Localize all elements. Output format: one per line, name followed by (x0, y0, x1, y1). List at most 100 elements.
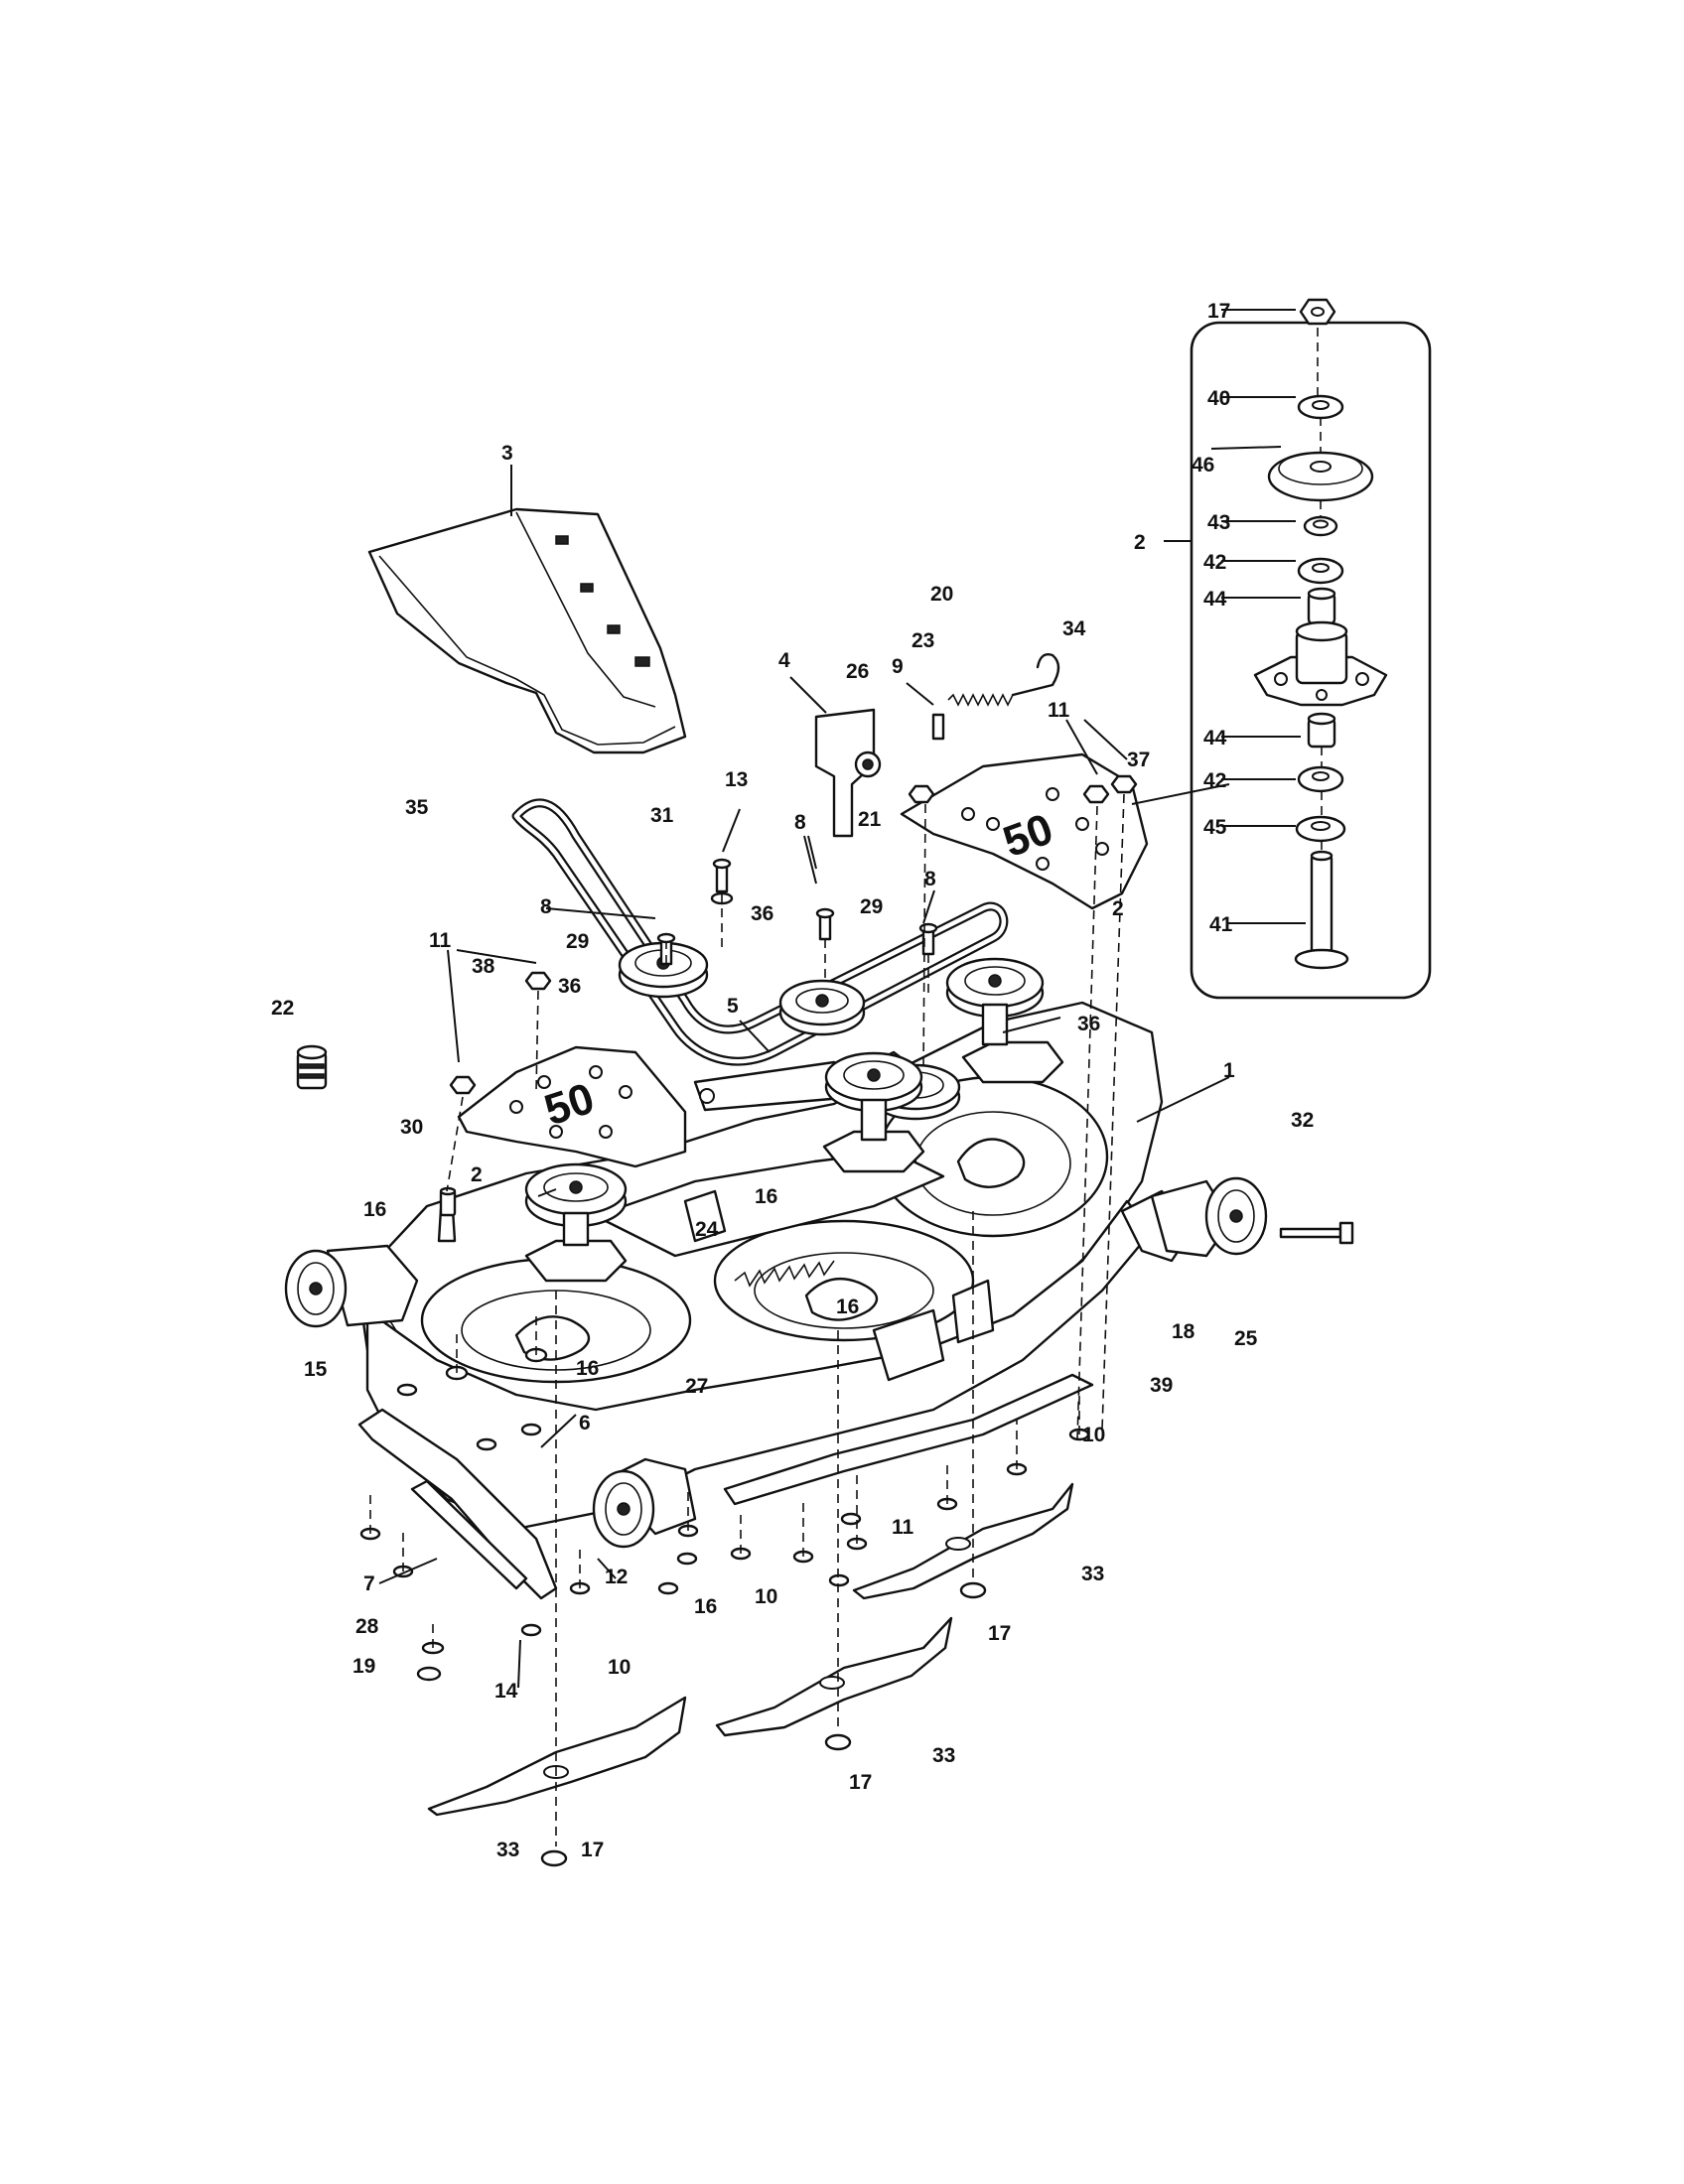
inset-part-44-sleeve (1307, 587, 1336, 625)
callout-18: 18 (1172, 1320, 1195, 1343)
callout-43: 43 (1207, 511, 1230, 534)
inset-part-45-bearing (1295, 815, 1346, 843)
callout-6: 6 (579, 1412, 591, 1434)
callout-40: 40 (1207, 387, 1230, 410)
callout-2-left: 2 (471, 1163, 483, 1186)
callout-11-left: 11 (429, 929, 452, 952)
callout-38: 38 (472, 955, 495, 978)
callout-33-center: 33 (932, 1744, 955, 1767)
callout-labels: 3 1 2 2 4 5 6 7 8 8 8 9 10 10 10 11 11 1… (271, 300, 1314, 1861)
assembly-lines (369, 328, 1323, 1846)
gauge-wheel-right (1150, 1176, 1268, 1258)
pulley-36-left (618, 941, 709, 999)
callout-10-mid: 10 (755, 1585, 777, 1608)
callout-3: 3 (501, 442, 513, 465)
callout-16-left: 16 (363, 1198, 386, 1221)
blade-right (852, 1482, 1074, 1600)
callout-42-upper: 42 (1203, 551, 1226, 574)
callout-16-center: 16 (755, 1185, 777, 1208)
leader-lines (378, 309, 1306, 1689)
callout-29-left: 29 (566, 930, 589, 953)
callout-10-left: 10 (608, 1656, 631, 1679)
callout-39: 39 (1150, 1374, 1173, 1397)
part-22-cylinder (296, 1044, 328, 1090)
callout-11-lower: 11 (892, 1516, 914, 1539)
callout-32: 32 (1291, 1109, 1314, 1132)
callout-29-center: 29 (860, 895, 883, 918)
callout-30: 30 (400, 1116, 423, 1139)
inset-part-42b-spacer (1297, 765, 1344, 793)
spindle-pulley-center (822, 1051, 925, 1173)
callout-44-lower: 44 (1203, 727, 1227, 750)
spindle-assembly-inset: 2 (1134, 298, 1432, 1000)
belt-shield-right: 50 (900, 752, 1149, 910)
deck-spring (734, 1260, 835, 1288)
callout-8-upper: 8 (794, 811, 806, 834)
callout-41: 41 (1209, 913, 1233, 936)
idler-bracket (814, 708, 882, 838)
callout-1: 1 (1223, 1059, 1235, 1082)
callout-21: 21 (858, 808, 882, 831)
callout-4: 4 (778, 649, 790, 672)
callout-14: 14 (494, 1680, 518, 1703)
callout-17-inset: 17 (1207, 300, 1230, 323)
inset-part-42-spacer (1297, 557, 1344, 585)
callout-19: 19 (352, 1655, 375, 1678)
tension-spring-and-eyebolt (947, 653, 1060, 707)
callout-35: 35 (405, 796, 429, 819)
callout-17-left: 17 (581, 1839, 604, 1861)
spindle-pulley-right (945, 957, 1064, 1084)
callout-11-right: 11 (1048, 699, 1070, 722)
callout-12: 12 (605, 1566, 628, 1588)
hardware-fasteners (359, 713, 1354, 1682)
inset-part-40-washer (1297, 394, 1344, 420)
drive-belt (511, 798, 1009, 1066)
baffle-39 (723, 1373, 1094, 1506)
pulley-36-center (778, 979, 866, 1036)
belt-shield-left: 50 (457, 1045, 687, 1168)
callout-9: 9 (892, 655, 904, 678)
callout-36-center: 36 (751, 902, 773, 925)
callout-27: 27 (685, 1375, 708, 1398)
belt-cover (367, 507, 687, 754)
inset-part-43-bearing (1303, 515, 1338, 537)
inset-part-44b-sleeve (1307, 712, 1336, 749)
callout-45: 45 (1203, 816, 1227, 839)
callout-8-right: 8 (924, 868, 936, 890)
callout-24: 24 (695, 1218, 719, 1241)
callout-37: 37 (1127, 749, 1150, 771)
spindle-pulley-left (524, 1162, 628, 1283)
blade-center (715, 1616, 953, 1751)
callout-34: 34 (1062, 617, 1086, 640)
callout-20: 20 (930, 583, 953, 606)
callout-26: 26 (846, 660, 869, 683)
callout-15: 15 (304, 1358, 328, 1381)
callout-8-left: 8 (540, 895, 552, 918)
callout-17-center: 17 (849, 1771, 872, 1794)
callout-42-lower: 42 (1203, 769, 1226, 792)
callout-25: 25 (1234, 1327, 1258, 1350)
inset-group-label: 2 (1134, 531, 1146, 554)
callout-31: 31 (650, 804, 674, 827)
callout-16-mid: 16 (836, 1296, 859, 1318)
callout-5: 5 (727, 995, 739, 1018)
inset-part-17-nut (1299, 298, 1336, 326)
callout-23: 23 (912, 629, 934, 652)
callout-36-right: 36 (1077, 1013, 1100, 1035)
part-30-fitting (439, 1186, 457, 1217)
callout-28: 28 (355, 1615, 379, 1638)
callout-33-right: 33 (1081, 1563, 1104, 1585)
callout-46: 46 (1192, 454, 1214, 477)
callout-10-right: 10 (1082, 1424, 1105, 1446)
deck-mid-plate (594, 1150, 945, 1258)
baffle-7 (357, 1408, 558, 1600)
callout-17-right: 17 (988, 1622, 1011, 1645)
gauge-wheel-left-rear (284, 1244, 419, 1328)
inset-part-41-shaft (1294, 850, 1349, 970)
callout-2-upper-right: 2 (1112, 897, 1124, 920)
inset-spindle-housing (1253, 620, 1388, 707)
inset-part-46-pulley (1267, 451, 1374, 502)
callout-44-upper: 44 (1203, 588, 1227, 611)
callout-16-lower: 16 (576, 1357, 599, 1380)
callout-36-left: 36 (558, 975, 581, 998)
